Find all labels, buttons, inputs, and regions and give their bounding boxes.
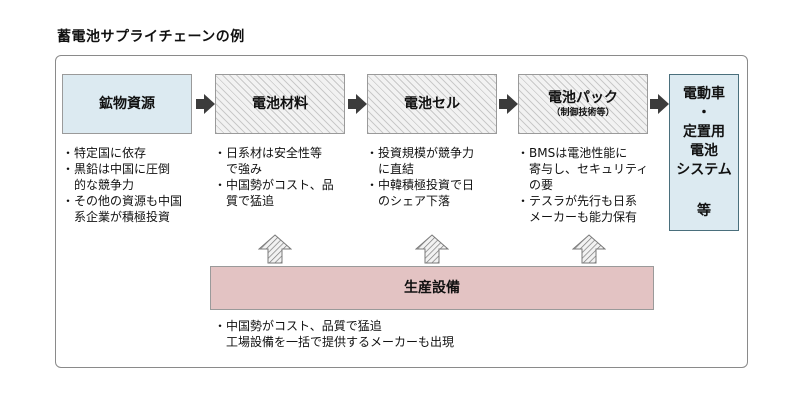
production-notes: ・中国勢がコスト、品質で猛追 工場設備を一括で提供するメーカーも出現 xyxy=(214,318,454,350)
end-use-box: 電動車 ・ 定置用 電池 システム 等 xyxy=(669,74,739,231)
note-line: 質で猛追 xyxy=(214,194,275,208)
note-line: 寄与し、セキュリティ xyxy=(517,162,649,176)
production-equipment-label: 生産設備 xyxy=(404,280,460,296)
note-line: メーカーも能力保有 xyxy=(517,210,638,224)
stage-material-box: 電池材料 xyxy=(215,74,345,134)
stage-pack-notes: ・BMSは電池性能に 寄与し、セキュリティ の要 ・テスラが先行も日系 メーカー… xyxy=(517,145,648,225)
note-line: ・日系材は安全性等 xyxy=(214,146,323,160)
note-line: 的な競争力 xyxy=(62,178,135,192)
end-use-line: 電池 xyxy=(690,142,718,159)
arrow-up-icon xyxy=(572,234,606,264)
note-line: ・中国勢がコスト、品質で猛追 xyxy=(214,319,382,333)
stage-pack-box: 電池パック （制御技術等） xyxy=(518,74,648,134)
end-use-line: システム xyxy=(676,161,732,178)
end-use-etc: 等 xyxy=(697,202,711,219)
note-line: で強み xyxy=(214,162,263,176)
stage-cell-box: 電池セル xyxy=(367,74,497,134)
note-line: ・中国勢がコスト、品 xyxy=(214,178,334,192)
end-use-line: ・ xyxy=(697,104,711,121)
stage-cell-notes: ・投資規模が競争力 に直結 ・中韓積極投資で日 のシェア下落 xyxy=(366,145,474,209)
note-line: ・投資規模が競争力 xyxy=(366,146,475,160)
arrow-right-icon xyxy=(650,94,669,114)
production-equipment-box: 生産設備 xyxy=(210,266,654,310)
stage-cell-label: 電池セル xyxy=(404,96,460,112)
note-line: ・黒鉛は中国に圧倒 xyxy=(62,162,171,176)
note-line: のシェア下落 xyxy=(366,194,451,208)
note-line: 系企業が積極投資 xyxy=(62,210,171,224)
stage-mineral-notes: ・特定国に依存 ・黒鉛は中国に圧倒 的な競争力 ・その他の資源も中国 系企業が積… xyxy=(62,145,182,225)
note-line: 工場設備を一括で提供するメーカーも出現 xyxy=(214,335,455,349)
arrow-up-icon xyxy=(415,234,449,264)
end-use-line: 電動車 xyxy=(683,85,725,102)
note-line: ・その他の資源も中国 xyxy=(62,194,183,208)
stage-pack-sublabel: （制御技術等） xyxy=(551,108,615,118)
stage-mineral-box: 鉱物資源 xyxy=(62,74,192,134)
note-line: ・BMSは電池性能に xyxy=(517,146,628,160)
arrow-right-icon xyxy=(499,94,518,114)
diagram-frame xyxy=(55,55,748,368)
stage-material-label: 電池材料 xyxy=(252,96,308,112)
arrow-up-icon xyxy=(258,234,292,264)
page-title: 蓄電池サプライチェーンの例 xyxy=(57,29,245,45)
stage-pack-label: 電池パック xyxy=(548,90,618,106)
arrow-right-icon xyxy=(348,94,367,114)
note-line: ・中韓積極投資で日 xyxy=(366,178,475,192)
note-line: に直結 xyxy=(366,162,415,176)
stage-mineral-label: 鉱物資源 xyxy=(99,96,155,112)
note-line: ・特定国に依存 xyxy=(62,146,147,160)
note-line: ・テスラが先行も日系 xyxy=(517,194,638,208)
stage-material-notes: ・日系材は安全性等 で強み ・中国勢がコスト、品 質で猛追 xyxy=(214,145,334,209)
end-use-line: 定置用 xyxy=(683,123,725,140)
note-line: の要 xyxy=(517,178,554,192)
arrow-right-icon xyxy=(196,94,215,114)
